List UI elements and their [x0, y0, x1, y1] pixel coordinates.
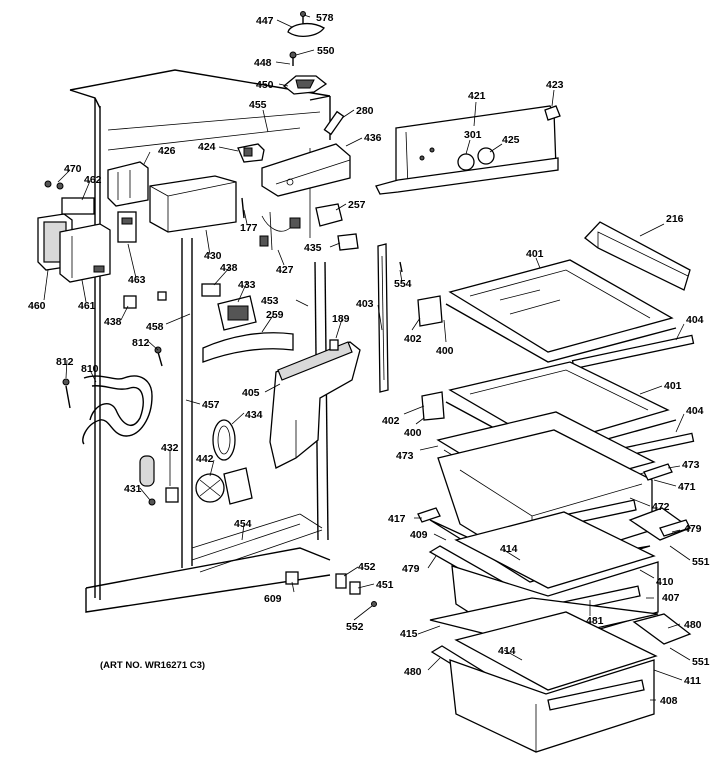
drawer-lower	[449, 659, 655, 753]
part-label: 471	[678, 481, 696, 493]
part-label: 480	[684, 619, 702, 631]
top-parts	[237, 11, 351, 197]
part-label: 609	[264, 593, 282, 605]
part-label: 404	[686, 405, 704, 417]
part-label: 401	[526, 248, 544, 260]
part-label: 448	[254, 57, 272, 69]
part-label: 216	[666, 213, 684, 225]
part-label: 578	[316, 12, 334, 24]
part-label: 470	[64, 163, 82, 175]
part-label: 479	[684, 523, 702, 535]
part-label: 435	[304, 242, 322, 254]
part-label: 451	[376, 579, 394, 591]
part-label: 257	[348, 199, 366, 211]
part-label: 810	[81, 363, 99, 375]
part-label: 461	[78, 300, 96, 312]
part-label: 550	[317, 45, 335, 57]
shelf-rail	[377, 243, 389, 393]
part-label: 177	[240, 222, 258, 234]
part-label: 433	[238, 279, 256, 291]
part-label: 473	[396, 450, 414, 462]
part-label: 463	[128, 274, 146, 286]
part-label: 479	[402, 563, 420, 575]
part-label: 436	[364, 132, 382, 144]
bottom-small-parts	[285, 261, 403, 607]
part-label: 427	[276, 264, 294, 276]
part-label: 812	[56, 356, 74, 368]
cabinet-liner	[69, 69, 331, 613]
part-label: 421	[468, 90, 486, 102]
part-label: 812	[132, 337, 150, 349]
part-label: 404	[686, 314, 704, 326]
part-label: 414	[498, 645, 516, 657]
part-label: 551	[692, 556, 710, 568]
part-label: 407	[662, 592, 680, 604]
part-label: 401	[664, 380, 682, 392]
part-label: 414	[500, 543, 518, 555]
art-number-caption: (ART NO. WR16271 C3)	[100, 660, 205, 671]
part-label: 415	[400, 628, 418, 640]
part-label: 402	[382, 415, 400, 427]
light-bracket	[375, 105, 561, 195]
part-label: 410	[656, 576, 674, 588]
right-small-parts	[643, 463, 691, 537]
part-label: 473	[682, 459, 700, 471]
leader-lines	[43, 14, 691, 701]
part-label: 457	[202, 399, 220, 411]
part-label: 405	[242, 387, 260, 399]
dairy-bin	[584, 221, 691, 291]
left-wall-components	[37, 161, 359, 363]
shelf-upper	[417, 259, 695, 370]
part-label: 424	[198, 141, 216, 153]
part-label: 453	[261, 295, 279, 307]
part-label: 403	[356, 298, 374, 310]
fan-and-parts	[139, 419, 253, 506]
part-label: 417	[388, 513, 406, 525]
part-label: 259	[266, 309, 284, 321]
part-labels: 447 578 550 448 450 455 280 436 424 426 …	[28, 12, 710, 707]
part-label: 552	[346, 621, 364, 633]
part-label: 438	[104, 316, 122, 328]
part-label: 423	[546, 79, 564, 91]
part-label: 481	[586, 615, 604, 627]
part-label: 458	[146, 321, 164, 333]
part-label: 432	[161, 442, 179, 454]
part-label: 430	[204, 250, 222, 262]
part-label: 409	[410, 529, 428, 541]
part-label: 480	[404, 666, 422, 678]
part-label: 189	[332, 313, 350, 325]
evaporator-cover	[269, 339, 361, 469]
part-label: 462	[84, 174, 102, 186]
part-label: 447	[256, 15, 274, 27]
part-label: 426	[158, 145, 176, 157]
part-label: 452	[358, 561, 376, 573]
part-label: 554	[394, 278, 412, 290]
part-label: 402	[404, 333, 422, 345]
part-label: 400	[436, 345, 454, 357]
part-label: 442	[196, 453, 214, 465]
part-label: 411	[684, 675, 701, 687]
part-label: 472	[652, 501, 670, 513]
part-label: 450	[256, 79, 274, 91]
part-label: 408	[660, 695, 678, 707]
part-label: 280	[356, 105, 374, 117]
part-label: 551	[692, 656, 710, 668]
part-label: 438	[220, 262, 238, 274]
part-label: 434	[245, 409, 263, 421]
part-label: 460	[28, 300, 46, 312]
tubing	[62, 346, 163, 445]
part-label: 455	[249, 99, 267, 111]
part-label: 400	[404, 427, 422, 439]
part-label: 301	[464, 129, 482, 141]
part-label: 425	[502, 134, 520, 146]
part-label: 431	[124, 483, 142, 495]
part-label: 454	[234, 518, 252, 530]
